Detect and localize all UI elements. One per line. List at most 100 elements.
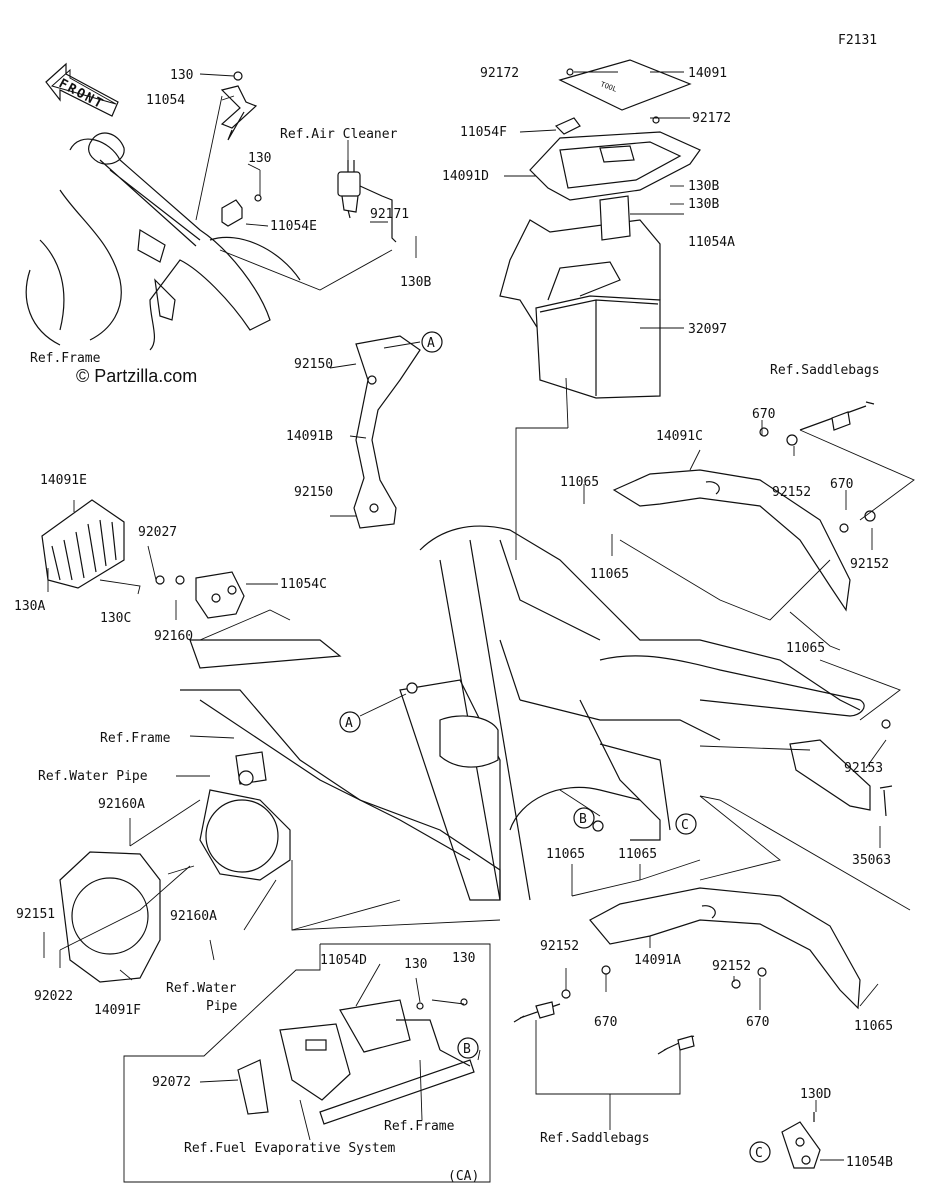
label-670-d[interactable]: 670: [746, 1015, 769, 1030]
label-14091E[interactable]: 14091E: [40, 473, 87, 488]
label-11065-b[interactable]: 11065: [590, 567, 629, 582]
label-14091[interactable]: 14091: [688, 66, 727, 81]
callout-a-mid: [339, 711, 361, 733]
label-11054B[interactable]: 11054B: [846, 1155, 893, 1170]
label-92152-d[interactable]: 92152: [712, 959, 751, 974]
label-11065-e[interactable]: 11065: [618, 847, 657, 862]
label-32097[interactable]: 32097: [688, 322, 727, 337]
label-92172-a[interactable]: 92172: [480, 66, 519, 81]
label-92150-a[interactable]: 92150: [294, 357, 333, 372]
label-ref-water-pipe-top[interactable]: Ref.Water Pipe: [38, 769, 148, 784]
callout-c-frame-label: C: [681, 818, 689, 833]
label-11054D[interactable]: 11054D: [320, 953, 367, 968]
callout-b-frame: [573, 807, 595, 829]
label-92153[interactable]: 92153: [844, 761, 883, 776]
label-92152-b[interactable]: 92152: [850, 557, 889, 572]
label-92160[interactable]: 92160: [154, 629, 193, 644]
label-130-box-a[interactable]: 130: [404, 957, 427, 972]
label-130B-left[interactable]: 130B: [400, 275, 431, 290]
label-ref-frame-top[interactable]: Ref.Frame: [30, 351, 101, 366]
variant-note: (CA): [448, 1169, 479, 1184]
bracket-14091B-drawing: [353, 335, 421, 529]
label-130-mid[interactable]: 130: [248, 151, 271, 166]
label-11065-a[interactable]: 11065: [560, 475, 599, 490]
side-cover-14091E-drawing: [41, 499, 125, 589]
label-14091B[interactable]: 14091B: [286, 429, 333, 444]
label-11054F[interactable]: 11054F: [460, 125, 507, 140]
label-ref-water-pipe-bottom-1[interactable]: Ref.Water: [166, 981, 237, 996]
callout-a-top-label: A: [427, 336, 435, 351]
label-92152-c[interactable]: 92152: [540, 939, 579, 954]
callout-b-frame-label: B: [579, 812, 587, 827]
label-14091D[interactable]: 14091D: [442, 169, 489, 184]
label-ref-water-pipe-bottom-2[interactable]: Pipe: [206, 999, 237, 1014]
label-130A[interactable]: 130A: [14, 599, 45, 614]
watermark: © Partzilla.com: [76, 366, 197, 386]
air-cleaner-drawing: [337, 160, 397, 243]
label-92160A-b[interactable]: 92160A: [170, 909, 217, 924]
battery-tray-drawing: [529, 116, 701, 201]
ca-variant-box: [123, 943, 491, 1183]
label-11054E[interactable]: 11054E: [270, 219, 317, 234]
label-92150-b[interactable]: 92150: [294, 485, 333, 500]
front-arrow-icon: FRONT: [45, 62, 119, 117]
water-pump-drawing: [199, 770, 291, 881]
label-14091A[interactable]: 14091A: [634, 953, 681, 968]
figure-code: F2131: [838, 33, 877, 48]
label-130B-b[interactable]: 130B: [688, 197, 719, 212]
label-11065-d[interactable]: 11065: [546, 847, 585, 862]
label-130-box-b[interactable]: 130: [452, 951, 475, 966]
label-130-top[interactable]: 130: [170, 68, 193, 83]
label-ref-air-cleaner[interactable]: Ref.Air Cleaner: [280, 127, 398, 142]
label-ref-frame-box[interactable]: Ref.Frame: [384, 1119, 455, 1134]
cover-14091F-drawing: [59, 851, 161, 983]
label-14091C[interactable]: 14091C: [656, 429, 703, 444]
label-ref-fuel-evap[interactable]: Ref.Fuel Evaporative System: [184, 1141, 395, 1156]
label-ref-saddlebags-top[interactable]: Ref.Saddlebags: [770, 363, 880, 378]
label-92172-b[interactable]: 92172: [692, 111, 731, 126]
label-670-a[interactable]: 670: [752, 407, 775, 422]
label-11054C[interactable]: 11054C: [280, 577, 327, 592]
callout-c-bottom: [749, 1141, 771, 1163]
label-ref-saddlebags-bottom[interactable]: Ref.Saddlebags: [540, 1131, 650, 1146]
frame-head-drawing: [25, 132, 301, 351]
rear-bracket-92153-drawing: [789, 719, 893, 817]
label-92171[interactable]: 92171: [370, 207, 409, 222]
label-670-b[interactable]: 670: [830, 477, 853, 492]
label-92027[interactable]: 92027: [138, 525, 177, 540]
label-130C[interactable]: 130C: [100, 611, 131, 626]
callout-b-box-label: B: [463, 1042, 471, 1057]
label-670-c[interactable]: 670: [594, 1015, 617, 1030]
saddlebag-studs-drawing: [513, 965, 767, 1055]
label-14091F[interactable]: 14091F: [94, 1003, 141, 1018]
leader-lines: [43, 71, 915, 1161]
callout-a-mid-label: A: [345, 716, 353, 731]
callout-b-box: [457, 1037, 479, 1059]
label-92152-a[interactable]: 92152: [772, 485, 811, 500]
bracket-11054-drawing: [220, 71, 258, 141]
label-92022[interactable]: 92022: [34, 989, 73, 1004]
label-ref-frame-mid[interactable]: Ref.Frame: [100, 731, 171, 746]
label-11054-top[interactable]: 11054: [146, 93, 185, 108]
label-92160A-a[interactable]: 92160A: [98, 797, 145, 812]
bracket-11054C-drawing: [155, 571, 245, 619]
label-11065-c[interactable]: 11065: [786, 641, 825, 656]
label-11054A[interactable]: 11054A: [688, 235, 735, 250]
label-130D[interactable]: 130D: [800, 1087, 831, 1102]
callout-c-frame: [675, 813, 697, 835]
bracket-11054E-drawing: [221, 194, 262, 227]
label-35063[interactable]: 35063: [852, 853, 891, 868]
label-92072[interactable]: 92072: [152, 1075, 191, 1090]
battery-case-drawing: [499, 195, 661, 399]
label-130B-a[interactable]: 130B: [688, 179, 719, 194]
callout-a-top: [421, 331, 443, 353]
callout-circles: A A B C B C: [339, 331, 771, 1163]
callout-c-bottom-label: C: [755, 1146, 763, 1161]
saddlebag-stud-top-drawing: [759, 401, 876, 533]
battery-cover-drawing: TOOL: [558, 59, 692, 111]
label-92151[interactable]: 92151: [16, 907, 55, 922]
bracket-11054B-drawing: [781, 1112, 821, 1169]
fender-14091A-drawing: [589, 887, 861, 1010]
label-11065-f[interactable]: 11065: [854, 1019, 893, 1034]
fender-14091C-drawing: [612, 469, 851, 612]
